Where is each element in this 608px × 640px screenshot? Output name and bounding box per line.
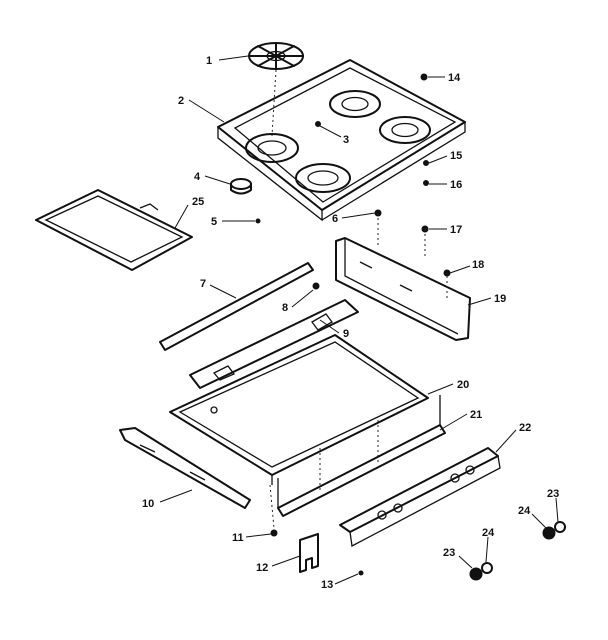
front-rail [119, 427, 251, 509]
screw-5 [255, 218, 261, 224]
callout-4: 4 [194, 171, 201, 183]
callout-8: 8 [282, 302, 288, 314]
manifold-support [339, 447, 501, 548]
burner-box-pan [169, 334, 429, 485]
cooktop-main-top [217, 59, 466, 222]
leader-lines [159, 55, 559, 585]
lower-box [277, 395, 446, 517]
burner-opening-left [245, 133, 299, 163]
callout-3: 3 [343, 134, 349, 146]
screw-13 [358, 570, 364, 576]
orifice-nut-pair-right [542, 521, 566, 540]
callout-13: 13 [321, 579, 333, 591]
drip-pan [35, 189, 193, 271]
callout-24-upper: 24 [518, 505, 531, 517]
callout-21: 21 [470, 409, 482, 421]
callout-7: 7 [200, 278, 206, 290]
burner-cap [230, 178, 252, 195]
callout-14: 14 [448, 72, 461, 84]
callout-15: 15 [450, 150, 462, 162]
screw-14 [420, 73, 428, 81]
burner-opening-right [379, 116, 431, 144]
callout-23-upper: 23 [547, 488, 559, 500]
callout-6: 6 [332, 213, 338, 225]
callout-17: 17 [450, 224, 462, 236]
burner-opening-back [329, 90, 381, 118]
callout-5: 5 [211, 216, 217, 228]
screw-8 [312, 282, 320, 290]
trim-strip [159, 262, 314, 351]
callout-22: 22 [519, 422, 531, 434]
callout-12: 12 [256, 562, 268, 574]
screw-16 [423, 180, 429, 186]
callout-18: 18 [472, 259, 484, 271]
callout-23-lower: 23 [443, 547, 455, 559]
callout-labels: 1 2 3 4 5 6 7 8 9 10 11 12 13 14 15 16 1… [142, 55, 559, 591]
callout-10: 10 [142, 498, 154, 510]
back-bracket [335, 237, 471, 341]
callout-24-lower: 24 [482, 527, 495, 539]
burner-opening-front [295, 163, 351, 193]
burner-grate [248, 42, 304, 70]
screw-11 [270, 529, 278, 537]
callout-19: 19 [494, 293, 506, 305]
callout-25: 25 [192, 196, 204, 208]
callout-1: 1 [206, 55, 212, 67]
valve-clip [299, 533, 319, 573]
callout-2: 2 [178, 95, 184, 107]
callout-20: 20 [457, 379, 469, 391]
callout-9: 9 [343, 328, 349, 340]
callout-11: 11 [232, 532, 244, 544]
screw-3 [315, 121, 321, 127]
screw-15 [423, 160, 429, 166]
screw-18 [443, 269, 451, 277]
front-manifold-bracket [189, 299, 359, 389]
orifice-nut-pair-left [469, 562, 493, 581]
callout-16: 16 [450, 179, 462, 191]
